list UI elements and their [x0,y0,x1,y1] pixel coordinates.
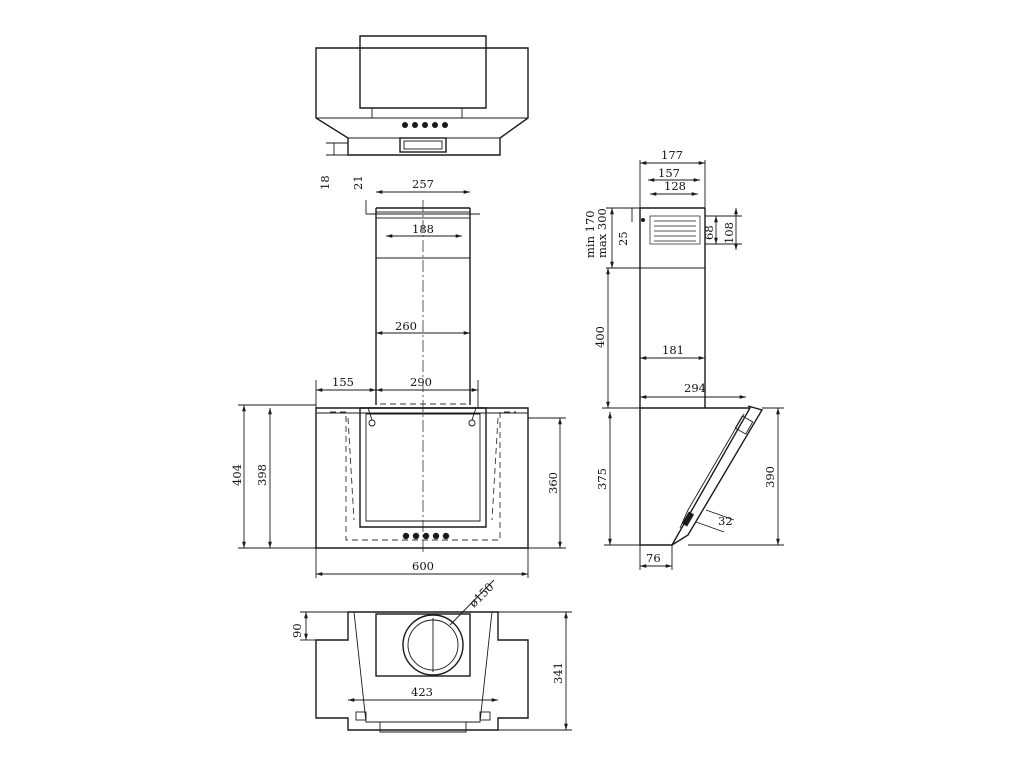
vent-grille-icon [649,215,701,245]
dim-bottom-depth-label: 341 [551,662,565,684]
dim-duct-diameter-label: ø150 [466,580,496,610]
dim-side-chimney-max-label: max 300 [595,208,609,258]
dim-side-depth-mid-label: 157 [658,166,680,180]
side-view: 177 157 128 min 170 max 300 25 68 108 40… [583,148,784,570]
control-knob-icon [432,532,440,540]
dim-total-height-label: 404 [230,464,244,486]
dim-side-375-label: 375 [595,468,609,490]
dim-width-label: 600 [412,559,434,573]
dim-side-32-label: 32 [718,514,733,528]
dim-glass-height-label: 360 [546,472,560,494]
dim-bottom-90-label: 90 [290,623,304,638]
dim-side-chimney-min-label: min 170 [583,210,597,258]
control-knob-icon [402,122,408,128]
dim-bracket-width-label: 257 [412,177,434,191]
dim-side-390-label: 390 [763,466,777,488]
control-knob-icon [402,532,410,540]
dim-side-depth-top-label: 177 [661,148,683,162]
control-knob-icon [442,122,448,128]
bottom-view: 90 ø150 423 341 [290,579,572,733]
control-knob-icon [422,532,430,540]
dim-side-depth-inner-label: 128 [664,179,686,193]
control-knob-icon [412,122,418,128]
dim-side-181-label: 181 [662,343,684,357]
dim-bottom-width-label: 423 [411,685,433,699]
dim-top-offset-label: 21 [351,175,365,190]
dim-chimney-width-label: 260 [395,319,417,333]
dim-left-offset-label: 155 [332,375,354,389]
dim-side-108-label: 108 [722,222,736,244]
front-view: 21 257 188 260 155 290 [230,175,566,578]
control-knob-icon [412,532,420,540]
dim-side-294-label: 294 [684,381,706,395]
control-knob-icon [442,532,450,540]
control-knob-icon [422,122,428,128]
top-view: 18 [315,35,529,190]
dim-body-height-label: 398 [255,464,269,486]
dim-top-gap-label: 18 [318,175,332,190]
dim-side-68-label: 68 [702,225,716,240]
dim-side-25-label: 25 [616,231,630,246]
dim-side-76-label: 76 [646,551,661,565]
control-knob-icon [432,122,438,128]
dim-side-400-label: 400 [593,326,607,348]
dim-chimney-base-label: 290 [410,375,432,389]
duct-outlet-icon [402,614,464,676]
